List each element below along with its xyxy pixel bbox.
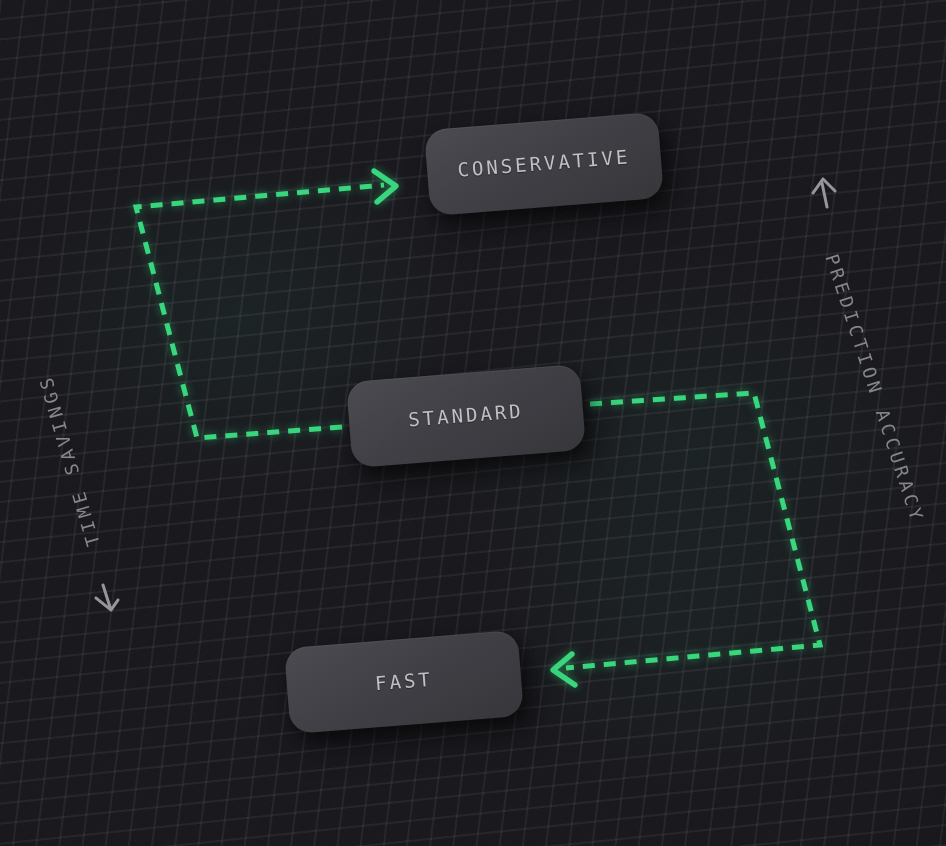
arrow-down-icon [94, 583, 120, 612]
node-conservative-label: CONSERVATIVE [456, 146, 632, 182]
node-standard-label: STANDARD [407, 400, 525, 432]
node-conservative: CONSERVATIVE [423, 111, 665, 217]
node-standard: STANDARD [345, 363, 587, 469]
arrow-up-icon [811, 177, 837, 209]
node-fast-label: FAST [374, 668, 434, 696]
path-standard-to-fast [565, 390, 824, 671]
arrow-right-icon [371, 168, 399, 205]
node-fast: FAST [283, 629, 525, 735]
